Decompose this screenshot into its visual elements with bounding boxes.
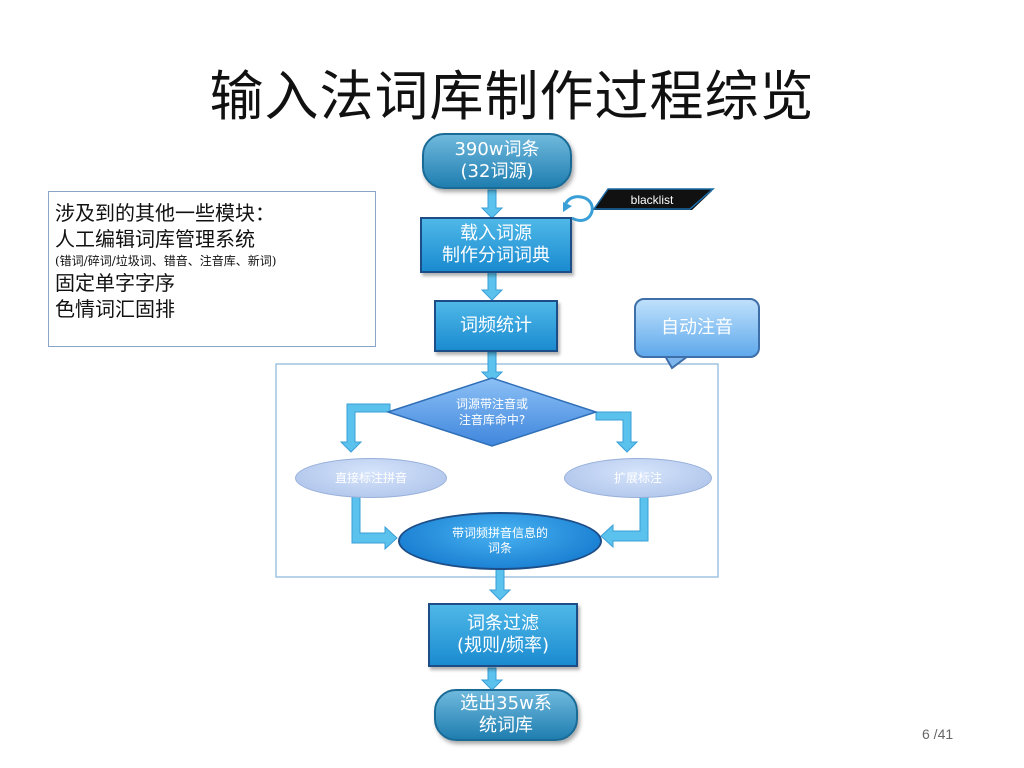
- direct-pinyin-node: 直接标注拼音: [295, 458, 447, 498]
- module-editing-system: 人工编辑词库管理系统: [55, 227, 255, 251]
- filter-node: 词条过滤(规则/频率): [428, 603, 578, 667]
- arrow-extend-to-merged: [600, 496, 649, 549]
- extend-annotation-node: 扩展标注: [564, 458, 712, 498]
- end-node: 选出35w系统词库: [434, 689, 578, 741]
- load-line-1: 载入词源: [460, 222, 532, 244]
- auto-pinyin-callout: 自动注音: [634, 298, 760, 358]
- filter-line-2: (规则/频率): [456, 635, 550, 656]
- load-dictionary-node: 载入词源制作分词词典: [420, 217, 572, 273]
- page-number: 6 /41: [922, 726, 954, 742]
- start-line-2: (32词源): [460, 161, 534, 182]
- module-adult-words: 色情词汇固排: [55, 297, 175, 321]
- decision-label-2: 注音库命中?: [459, 412, 525, 427]
- modules-heading: 涉及到的其他一些模块：: [55, 201, 275, 225]
- modules-text-box: 涉及到的其他一些模块： 人工编辑词库管理系统 (错词/碎词/垃圾词、错音、注音库…: [48, 191, 376, 347]
- module-char-order: 固定单字字序: [55, 271, 175, 295]
- arrow-start-to-load: [480, 189, 504, 219]
- start-line-1: 390w词条: [454, 138, 540, 160]
- arrow-decision-to-extend: [595, 411, 639, 453]
- merged-entries-node: 带词频拼音信息的词条: [398, 512, 602, 570]
- decision-diamond: [385, 377, 599, 447]
- arrow-freq-to-decision: [480, 351, 504, 383]
- freq-stats-node: 词频统计: [434, 300, 558, 352]
- arrow-merged-to-filter: [488, 567, 512, 601]
- merged-line-1: 带词频拼音信息的: [451, 526, 548, 540]
- loop-arrowhead: [563, 202, 572, 212]
- end-line-1: 选出35w系: [460, 692, 552, 714]
- filter-line-1: 词条过滤: [466, 612, 539, 634]
- arrow-filter-to-end: [480, 667, 504, 691]
- decision-label-1: 词源带注音或: [456, 396, 528, 411]
- arrow-direct-to-merged: [351, 496, 398, 551]
- blacklist-label: blacklist: [631, 193, 674, 207]
- arrow-decision-to-direct: [339, 403, 391, 453]
- slide-title: 输入法词库制作过程综览: [209, 65, 815, 128]
- start-node: 390w词条(32词源): [422, 133, 572, 189]
- blacklist-shape: [592, 188, 716, 210]
- arrow-load-to-freq: [480, 271, 504, 301]
- end-line-2: 统词库: [478, 715, 533, 736]
- load-line-2: 制作分词词典: [442, 245, 550, 266]
- module-editing-detail: (错词/碎词/垃圾词、错音、注音库、新词): [55, 254, 277, 268]
- merged-line-2: 词条: [487, 541, 512, 555]
